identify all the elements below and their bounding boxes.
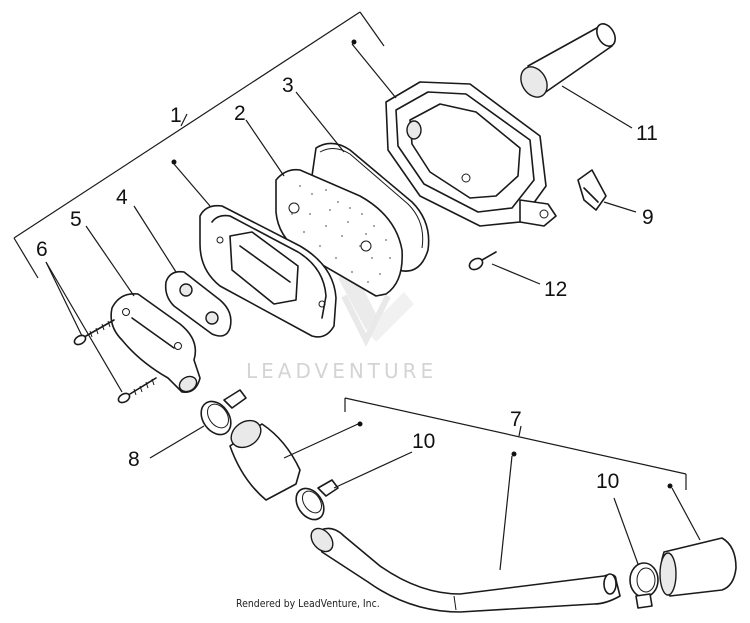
screw-upper (73, 319, 115, 346)
leadventure-watermark: LEADVENTURE (246, 266, 437, 383)
air-cleaner-base (171, 159, 337, 338)
hose-clamp-10b (613, 497, 659, 609)
intake-tube (310, 451, 621, 613)
short-hose (659, 483, 737, 597)
bracket-assembly-7 (344, 397, 687, 490)
hose-clamp-8 (149, 389, 247, 459)
callout-10b[interactable]: 10 (596, 470, 619, 493)
callout-10a[interactable]: 10 (412, 430, 435, 453)
callout-6[interactable]: 6 (36, 238, 48, 261)
callout-5[interactable]: 5 (70, 208, 82, 231)
breather-tube (520, 23, 633, 129)
retaining-clip (577, 169, 637, 213)
callout-11[interactable]: 11 (636, 122, 658, 145)
screw-lower (117, 377, 157, 404)
elbow-adapter (85, 225, 201, 394)
bracket-assembly-1 (13, 11, 385, 279)
base-gasket (133, 205, 232, 337)
callout-12[interactable]: 12 (544, 278, 567, 301)
callout-9[interactable]: 9 (642, 206, 654, 229)
air-cleaner-cover (351, 39, 557, 227)
cover-screw (468, 251, 541, 285)
callout-2[interactable]: 2 (234, 102, 246, 125)
callout-4[interactable]: 4 (116, 186, 128, 209)
callout-3[interactable]: 3 (282, 74, 294, 97)
watermark-text: LEADVENTURE (246, 359, 437, 383)
hose-clamp-10a (295, 451, 413, 521)
intake-hose (229, 419, 363, 501)
leader-6b (45, 261, 123, 393)
callout-8[interactable]: 8 (128, 448, 140, 471)
leadventure-logo-icon (338, 266, 414, 347)
render-credit: Rendered by LeadVenture, Inc. (236, 597, 380, 610)
callout-7[interactable]: 7 (510, 408, 522, 431)
callout-1[interactable]: 1 (170, 104, 182, 127)
leader-6a (45, 261, 83, 337)
